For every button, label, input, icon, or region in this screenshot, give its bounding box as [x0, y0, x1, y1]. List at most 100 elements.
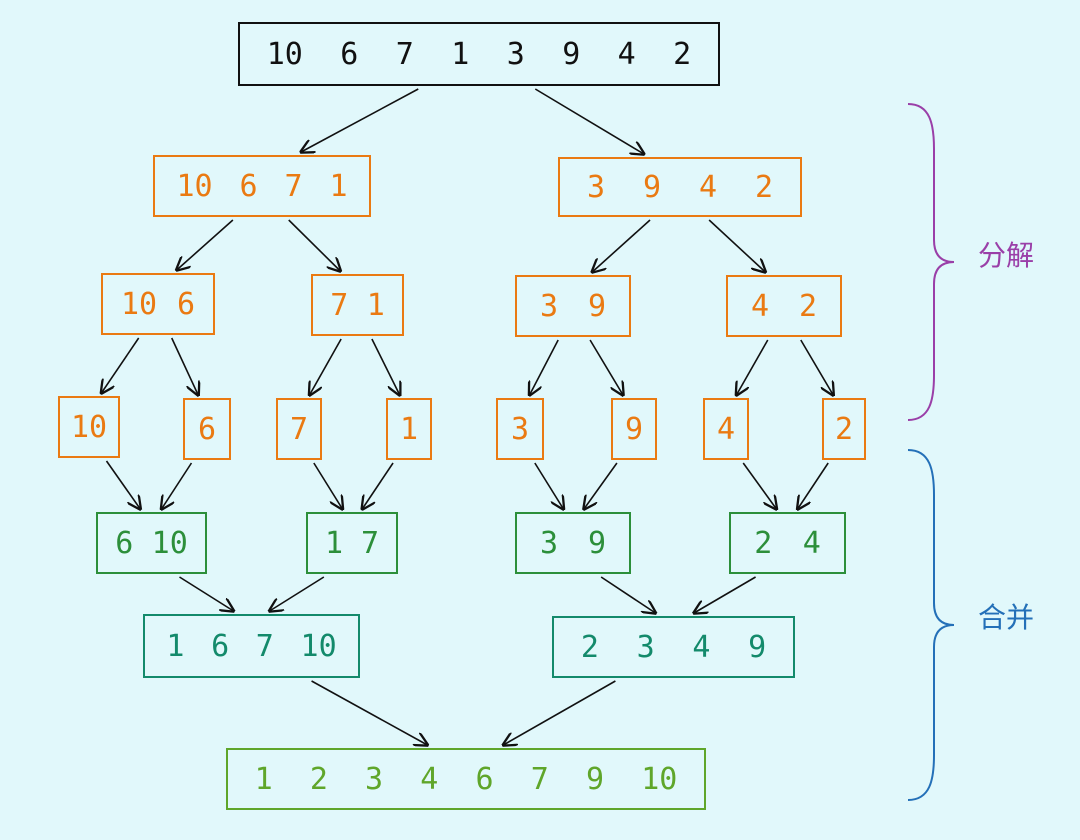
- array-value: 2: [798, 288, 818, 324]
- array-value: 6: [475, 761, 494, 797]
- array-value: 4: [716, 411, 736, 447]
- array-value: 3: [539, 525, 559, 561]
- array-value: 9: [624, 411, 644, 447]
- array-value: 9: [585, 761, 605, 797]
- array-value: 1: [451, 36, 470, 72]
- array-value: 7: [284, 168, 303, 204]
- connector-arrow: [534, 462, 564, 509]
- array-value: 4: [802, 525, 821, 561]
- connector-arrow: [301, 88, 419, 152]
- array-value: 9: [587, 525, 607, 561]
- connector-arrow: [708, 219, 765, 272]
- array-value: 2: [834, 411, 854, 447]
- array-value: 6: [211, 628, 230, 664]
- array-value: 10: [176, 168, 213, 204]
- array-value: 9: [587, 288, 607, 324]
- array-value: 3: [365, 761, 384, 797]
- connector-arrow: [177, 219, 234, 270]
- split-phase-label: 分解: [978, 239, 1035, 272]
- connector-arrow: [530, 339, 559, 395]
- array-value: 4: [750, 288, 770, 324]
- connector-arrow: [736, 339, 769, 395]
- connector-arrow: [311, 680, 428, 745]
- connector-arrow: [362, 462, 394, 509]
- connector-arrow: [105, 460, 141, 509]
- connector-arrow: [270, 576, 325, 611]
- array-value: 7: [395, 36, 414, 72]
- array-value: 1: [166, 628, 185, 664]
- split-level-3-box: 2: [822, 398, 866, 460]
- array-value: 2: [580, 629, 599, 665]
- array-value: 7: [530, 761, 549, 797]
- array-value: 2: [754, 169, 774, 205]
- array-value: 1: [366, 287, 385, 323]
- array-value: 9: [748, 629, 767, 665]
- array-value: 10: [300, 628, 337, 664]
- merge-phase-brace: [907, 449, 955, 801]
- array-value: 4: [692, 629, 711, 665]
- connector-arrow: [742, 462, 776, 509]
- split-phase-brace: [907, 103, 955, 421]
- connector-arrow: [371, 338, 400, 395]
- connector-arrow: [800, 339, 833, 395]
- array-value: 3: [636, 629, 655, 665]
- connector-arrow: [694, 576, 756, 613]
- array-value: 7: [360, 525, 380, 561]
- split-level-3-box: 7: [276, 398, 322, 460]
- connector-arrow: [161, 462, 193, 509]
- connector-arrow: [600, 576, 655, 613]
- merge-phase-label: 合并: [978, 601, 1035, 634]
- split-level-3-box: 1: [386, 398, 432, 460]
- connector-arrow: [101, 337, 140, 393]
- array-value: 1: [329, 168, 348, 204]
- array-value: 9: [562, 36, 581, 72]
- array-value: 1: [324, 525, 344, 561]
- split-level-3-box: 4: [703, 398, 749, 460]
- connector-arrow: [798, 462, 829, 509]
- array-value: 6: [197, 411, 217, 447]
- array-value: 2: [673, 36, 692, 72]
- split-level-3-box: 9: [611, 398, 657, 460]
- array-value: 6: [340, 36, 359, 72]
- merge-level-1-box: 6 10: [96, 512, 207, 574]
- array-value: 10: [70, 409, 108, 445]
- array-value: 6: [115, 525, 134, 561]
- array-value: 1: [399, 411, 419, 447]
- array-value: 3: [506, 36, 525, 72]
- array-value: 10: [151, 525, 188, 561]
- array-value: 10: [641, 761, 678, 797]
- array-value: 1: [254, 761, 273, 797]
- array-value: 10: [266, 36, 303, 72]
- array-value: 3: [586, 169, 606, 205]
- connector-arrow: [534, 88, 644, 154]
- connector-arrow: [170, 337, 198, 395]
- array-value: 4: [617, 36, 636, 72]
- array-value: 6: [239, 168, 258, 204]
- array-value: 7: [255, 628, 274, 664]
- connector-arrow: [313, 462, 343, 509]
- connector-arrow: [592, 219, 651, 272]
- split-level-3-box: 3: [496, 398, 544, 460]
- connector-arrow: [584, 462, 618, 509]
- array-value: 2: [309, 761, 328, 797]
- connector-arrow: [310, 338, 342, 395]
- array-value: 7: [289, 411, 309, 447]
- split-level-3-box: 6: [183, 398, 231, 460]
- connector-arrow: [503, 680, 616, 745]
- array-value: 9: [642, 169, 662, 205]
- array-value: 6: [176, 286, 196, 322]
